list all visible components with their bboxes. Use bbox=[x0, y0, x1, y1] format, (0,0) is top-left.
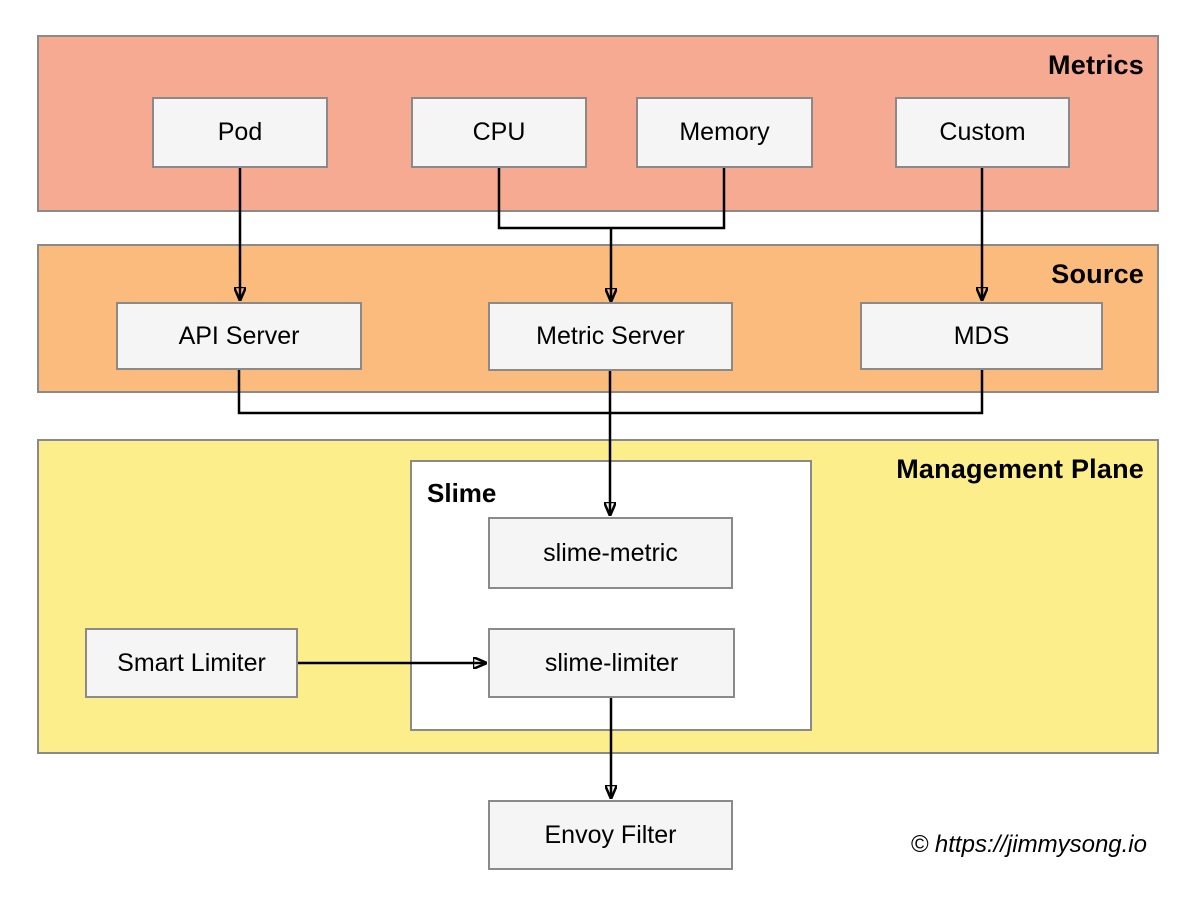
node-smart-limiter: Smart Limiter bbox=[85, 628, 298, 698]
node-custom: Custom bbox=[895, 97, 1070, 168]
node-memory: Memory bbox=[636, 97, 813, 168]
node-envoy-filter: Envoy Filter bbox=[488, 800, 733, 870]
node-slime-limiter: slime-limiter bbox=[488, 628, 735, 698]
copyright-text: © https://jimmysong.io bbox=[910, 831, 1147, 858]
node-mds: MDS bbox=[860, 302, 1103, 370]
metrics-band-label: Metrics bbox=[1048, 50, 1144, 80]
slime-group-label: Slime bbox=[427, 478, 497, 508]
management-plane-band-label: Management Plane bbox=[896, 454, 1144, 484]
node-api-server: API Server bbox=[116, 302, 362, 370]
node-slime-metric: slime-metric bbox=[488, 517, 733, 589]
node-cpu: CPU bbox=[411, 97, 587, 168]
node-pod: Pod bbox=[152, 97, 328, 168]
source-band-label: Source bbox=[1051, 259, 1144, 289]
node-metric-server: Metric Server bbox=[488, 302, 733, 371]
